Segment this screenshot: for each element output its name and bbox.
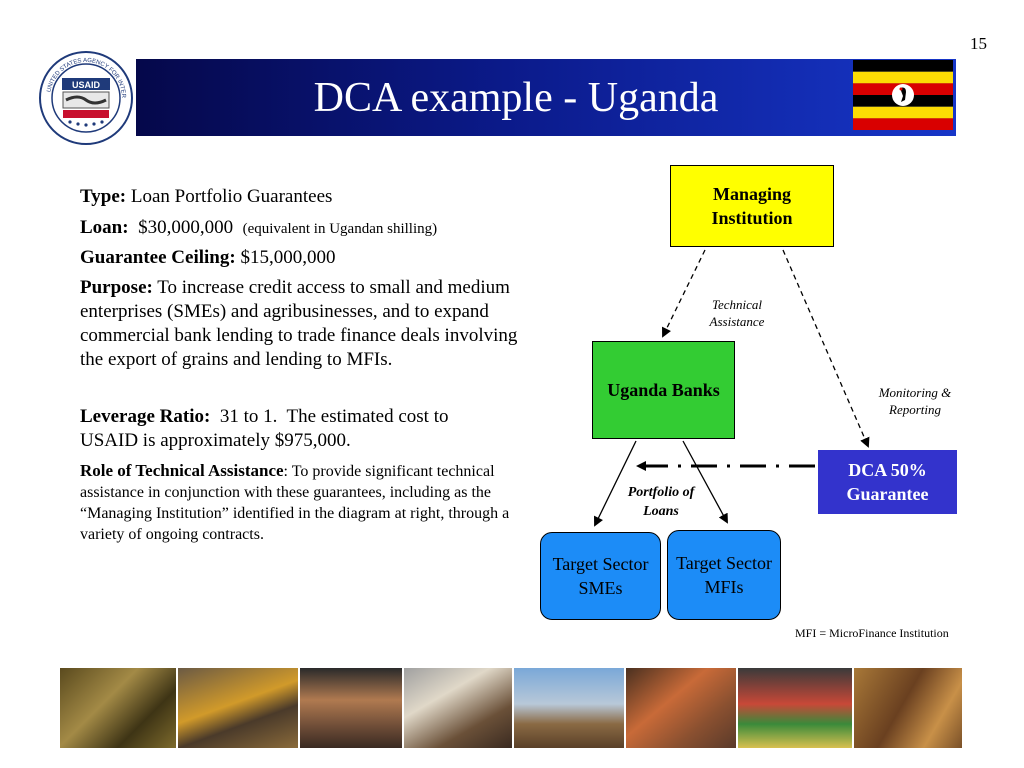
type-value: Loan Portfolio Guarantees [126, 186, 333, 207]
photo-children [300, 668, 404, 748]
arrow-monitoring-reporting [782, 249, 870, 448]
uganda-banks-box: Uganda Banks [592, 341, 735, 439]
ceiling-value: $15,000,000 [235, 247, 336, 268]
photo-farmers [60, 668, 178, 748]
arrow-technical-assistance [662, 249, 706, 338]
title-bar [136, 59, 956, 136]
managing-institution-box: Managing Institution [670, 165, 834, 247]
uganda-flag-icon [853, 60, 953, 130]
photo-men [404, 668, 514, 748]
arrow-portfolio-smes [594, 440, 637, 527]
monitoring-reporting-label: Monitoring & Reporting [878, 385, 952, 417]
portfolio-of-loans-label: Portfolio of Loans [627, 485, 695, 519]
ceiling-label: Guarantee Ceiling: [80, 247, 236, 268]
type-label: Type: [80, 186, 127, 207]
slide-title: DCA example - Uganda [313, 74, 719, 121]
type-line: Type: Loan Portfolio Guarantees [80, 185, 525, 209]
photo-fruit-stand [738, 668, 854, 748]
photo-workshop [626, 668, 738, 748]
loan-note: (equivalent in Ugandan shilling) [242, 221, 438, 237]
page-number: 15 [970, 34, 987, 53]
mfi-footnote: MFI = MicroFinance Institution [795, 626, 949, 640]
loan-value: $30,000,000 [128, 217, 243, 238]
photo-street [514, 668, 626, 748]
photo-woman [854, 668, 962, 748]
purpose-value: To increase credit access to small and m… [80, 277, 518, 370]
usaid-seal-icon: USAID UNITED STATES AGENCY FOR INTERNATI… [38, 50, 133, 145]
loan-label: Loan: [80, 217, 129, 238]
dca-guarantee-box: DCA 50% Guarantee [818, 450, 957, 514]
ta-value: : To provide significant technical assis… [80, 463, 510, 543]
target-smes-box: Target Sector SMEs [540, 532, 661, 620]
target-mfis-box: Target Sector MFIs [667, 530, 781, 620]
purpose-paragraph: Purpose: To increase credit access to sm… [80, 276, 525, 372]
leverage-value: 31 to 1. The estimated cost to USAID is … [80, 406, 454, 451]
photo-strip [60, 668, 962, 748]
technical-assistance-label: Technical Assistance [709, 297, 765, 329]
photo-market [178, 668, 300, 748]
leverage-paragraph: Leverage Ratio: 31 to 1. The estimated c… [80, 405, 510, 453]
usaid-logo-text: USAID [72, 80, 101, 90]
handshake-icon [62, 91, 110, 109]
ceiling-line: Guarantee Ceiling: $15,000,000 [80, 246, 525, 270]
ta-paragraph: Role of Technical Assistance: To provide… [80, 460, 522, 545]
loan-line: Loan: $30,000,000 (equivalent in Ugandan… [80, 216, 525, 241]
ta-label: Role of Technical Assistance [80, 461, 284, 480]
arrow-portfolio-mfis [682, 440, 728, 524]
leverage-label: Leverage Ratio: [80, 406, 211, 427]
purpose-label: Purpose: [80, 277, 153, 298]
